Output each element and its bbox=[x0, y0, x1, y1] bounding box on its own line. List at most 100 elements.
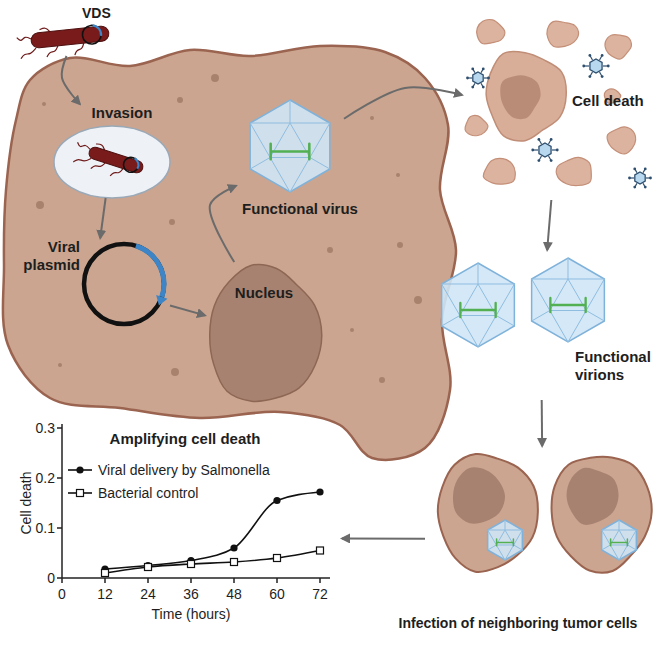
flagellum bbox=[20, 48, 37, 59]
virus-spike-tip bbox=[607, 65, 610, 68]
cytoplasm-granule bbox=[177, 97, 183, 103]
node-label: Functional virus bbox=[232, 200, 368, 218]
virus-spike-tip bbox=[537, 159, 540, 162]
virus-icon-capsid bbox=[539, 143, 551, 157]
x-axis bbox=[62, 577, 330, 579]
salmonella-bacterium bbox=[16, 21, 111, 60]
capsid-facet bbox=[532, 311, 550, 322]
cytoplasm-granule bbox=[36, 201, 44, 209]
capsid-facet bbox=[586, 279, 604, 311]
capsid-facet bbox=[442, 316, 460, 327]
cytoplasm-granule bbox=[171, 368, 179, 376]
virus-capsid bbox=[250, 100, 330, 192]
neighbor-nucleus bbox=[567, 468, 619, 525]
node-label: Viral plasmid bbox=[18, 238, 80, 274]
virus-icon-capsid bbox=[590, 59, 602, 73]
capsid-facet bbox=[478, 316, 496, 348]
capsid-facet bbox=[290, 123, 330, 124]
y-axis bbox=[61, 424, 63, 578]
virus-icon bbox=[582, 54, 609, 78]
process-arrow bbox=[170, 305, 205, 315]
cytoplasm-granule bbox=[379, 377, 385, 383]
capsid-facet bbox=[442, 284, 460, 316]
cell-fragment bbox=[483, 159, 515, 185]
dying-cell: Cell death bbox=[462, 14, 656, 200]
flagellum bbox=[74, 43, 85, 55]
free-virions: Functional virions bbox=[425, 250, 657, 400]
virus-capsid bbox=[442, 263, 515, 347]
vacuole: Invasion bbox=[50, 104, 174, 198]
x-tick bbox=[147, 578, 149, 583]
capsid-facet bbox=[505, 520, 506, 530]
cytoplasm-granule bbox=[42, 102, 46, 106]
virus-spike-tip bbox=[550, 159, 553, 162]
tick-label: 0.1 bbox=[36, 520, 55, 536]
viral-plasmid: Viral plasmid bbox=[18, 238, 170, 330]
tick-label: 0 bbox=[58, 586, 66, 602]
capsid-facet bbox=[628, 545, 637, 550]
cytoplasm-granule bbox=[327, 247, 333, 253]
virus-spike-tip bbox=[588, 54, 591, 57]
cytoplasm-granule bbox=[211, 74, 219, 82]
neighbor-tumor-cell bbox=[438, 454, 538, 572]
capsid-facet bbox=[478, 284, 514, 285]
capsid-facet bbox=[586, 311, 604, 322]
virus-spike-tip bbox=[482, 68, 485, 71]
virus-capsid bbox=[488, 520, 523, 560]
series-marker bbox=[230, 544, 237, 551]
capsid-outline bbox=[602, 520, 637, 560]
virus-icon-capsid bbox=[635, 172, 645, 184]
virus-icon bbox=[628, 168, 652, 189]
cell-fragment bbox=[605, 35, 631, 59]
cytoplasm-granule bbox=[370, 116, 374, 120]
capsid-facet bbox=[250, 158, 270, 170]
capsid-facet bbox=[514, 545, 523, 550]
capsid-facet bbox=[442, 284, 478, 285]
capsid-facet bbox=[488, 530, 497, 545]
capsid-facet bbox=[619, 530, 636, 531]
dying-nucleus bbox=[500, 75, 540, 119]
series-marker bbox=[231, 559, 238, 566]
tick-label: 0 bbox=[47, 570, 55, 586]
capsid-facet bbox=[532, 279, 568, 280]
flagellum bbox=[73, 153, 91, 167]
virus-spike-tip bbox=[487, 77, 490, 80]
x-tick bbox=[190, 578, 192, 583]
capsid-outline bbox=[532, 258, 605, 342]
capsid-facet bbox=[505, 545, 514, 560]
virus-spike-tip bbox=[550, 138, 553, 141]
tick-label: 60 bbox=[269, 586, 285, 602]
virus-spike-tip bbox=[582, 65, 585, 68]
capsid-facet bbox=[496, 545, 505, 560]
process-arrow bbox=[547, 200, 551, 250]
virus-spike-tip bbox=[644, 168, 647, 171]
x-tick bbox=[104, 578, 106, 583]
virus-icon bbox=[466, 68, 490, 89]
vacuole bbox=[54, 126, 170, 198]
cytoplasm-granule bbox=[350, 328, 354, 332]
series-line bbox=[105, 551, 320, 574]
virus-spike-tip bbox=[601, 75, 604, 78]
legend-marker bbox=[76, 466, 83, 473]
capsid-facet bbox=[505, 530, 522, 531]
series-marker bbox=[317, 547, 324, 554]
process-arrow bbox=[210, 186, 236, 262]
x-tick bbox=[276, 578, 278, 583]
viral-genome-arrowhead bbox=[156, 295, 167, 305]
plasmid-insert bbox=[132, 157, 142, 169]
line-chart bbox=[57, 424, 330, 583]
virus-spike-tip bbox=[471, 68, 474, 71]
capsid-facet bbox=[496, 530, 513, 545]
virus-spike-tip bbox=[482, 86, 485, 89]
node-label: Invasion bbox=[80, 104, 164, 122]
virus-spike-tip bbox=[466, 77, 469, 80]
legend-sample bbox=[66, 462, 94, 478]
tick-label: 0.2 bbox=[36, 470, 55, 486]
bacterial-body bbox=[88, 146, 145, 175]
virus-spike-tip bbox=[628, 177, 631, 180]
cell-fragment bbox=[556, 157, 591, 185]
neighbor-cells: Infection of neighboring tumor cells bbox=[425, 446, 661, 632]
neighbor-nucleus bbox=[453, 467, 505, 523]
